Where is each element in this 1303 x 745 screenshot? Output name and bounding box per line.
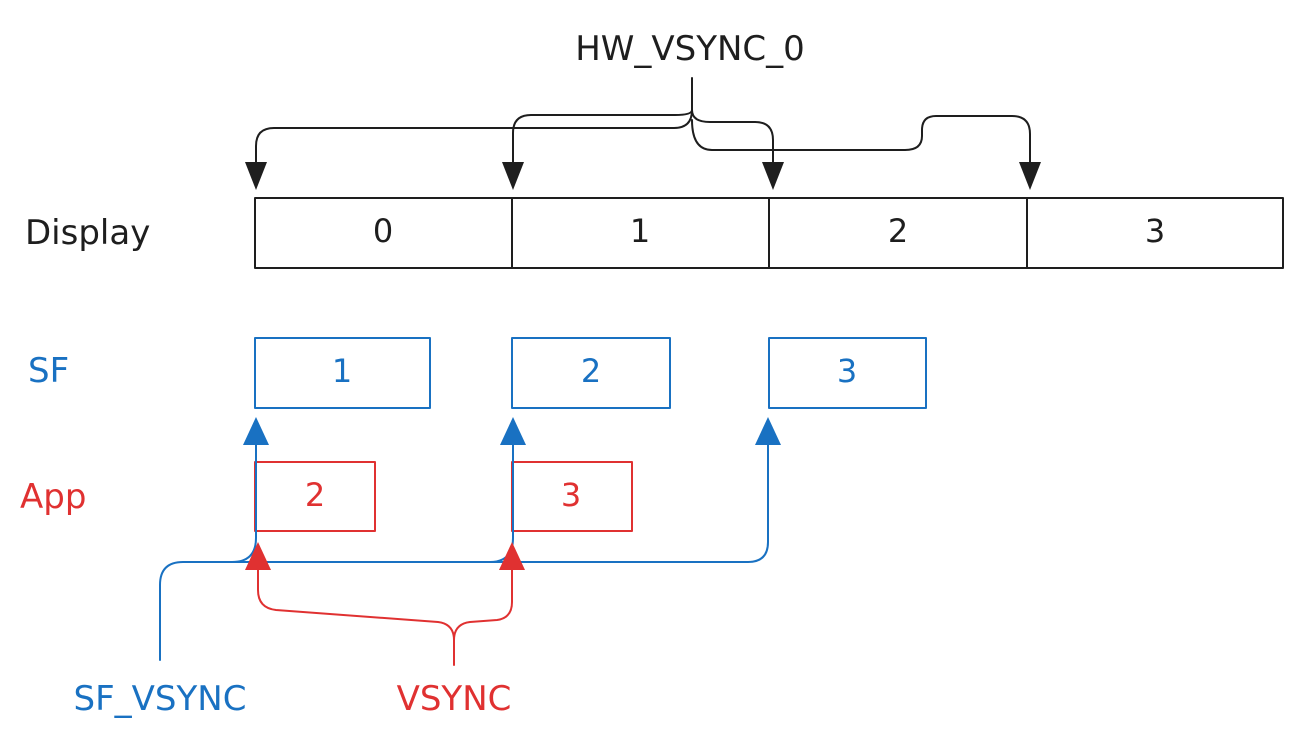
vsync-arrowhead-0 — [245, 542, 271, 570]
hw-vsync-arrowhead-0 — [245, 162, 267, 190]
vsync-arrowhead-1 — [499, 542, 525, 570]
display-row: 0 1 2 3 — [254, 197, 1284, 269]
hw-vsync-label: HW_VSYNC_0 — [575, 29, 805, 69]
display-frame-label-1: 1 — [630, 212, 650, 250]
sf-vsync-arrowhead-0 — [243, 417, 269, 445]
sf-vsync-arrowhead-1 — [500, 417, 526, 445]
sf-vsync-label: SF_VSYNC — [74, 679, 247, 719]
vsync-connectors — [257, 565, 513, 666]
sf-row-label: SF — [28, 351, 69, 391]
app-frame-label-0: 2 — [305, 476, 325, 514]
sf-frame-box-0 — [254, 337, 431, 409]
display-frame-label-2: 2 — [888, 212, 908, 250]
app-row-label: App — [20, 477, 86, 517]
hw-vsync-connector-3 — [691, 115, 1031, 169]
vsync-branch — [453, 565, 513, 641]
hw-vsync-connector-0 — [255, 77, 693, 169]
hw-vsync-arrowhead-3 — [1019, 162, 1041, 190]
sf-frame-box-1 — [511, 337, 671, 409]
display-row-label: Display — [25, 213, 150, 253]
hw-vsync-arrowhead-1 — [502, 162, 524, 190]
hw-vsync-arrowheads — [245, 162, 1041, 190]
sf-vsync-branch-0 — [231, 439, 257, 563]
hw-vsync-connector-1 — [512, 109, 693, 169]
vsync-arrowheads — [245, 542, 525, 570]
hw-vsync-connector-2 — [691, 109, 774, 169]
app-frame-label-1: 3 — [561, 476, 581, 514]
hw-vsync-arrowhead-2 — [762, 162, 784, 190]
sf-vsync-trunk — [159, 439, 769, 661]
sf-vsync-arrowhead-2 — [755, 417, 781, 445]
vsync-label: VSYNC — [397, 679, 512, 719]
display-frame-label-3: 3 — [1145, 212, 1165, 250]
sf-vsync-branch-1 — [489, 439, 514, 563]
sf-frame-label-0: 1 — [332, 352, 352, 390]
vsync-trunk — [257, 565, 455, 666]
app-row: 2 3 — [254, 461, 633, 532]
sf-frame-box-2 — [768, 337, 927, 409]
sf-vsync-arrowheads — [243, 417, 781, 445]
display-frame-label-0: 0 — [373, 212, 393, 250]
display-frame-box-3 — [1026, 197, 1284, 269]
sf-row: 1 2 3 — [254, 337, 927, 409]
sf-frame-label-2: 3 — [837, 352, 857, 390]
sf-frame-label-1: 2 — [581, 352, 601, 390]
sf-vsync-connectors — [159, 439, 769, 661]
hw-vsync-connectors — [255, 77, 1031, 169]
